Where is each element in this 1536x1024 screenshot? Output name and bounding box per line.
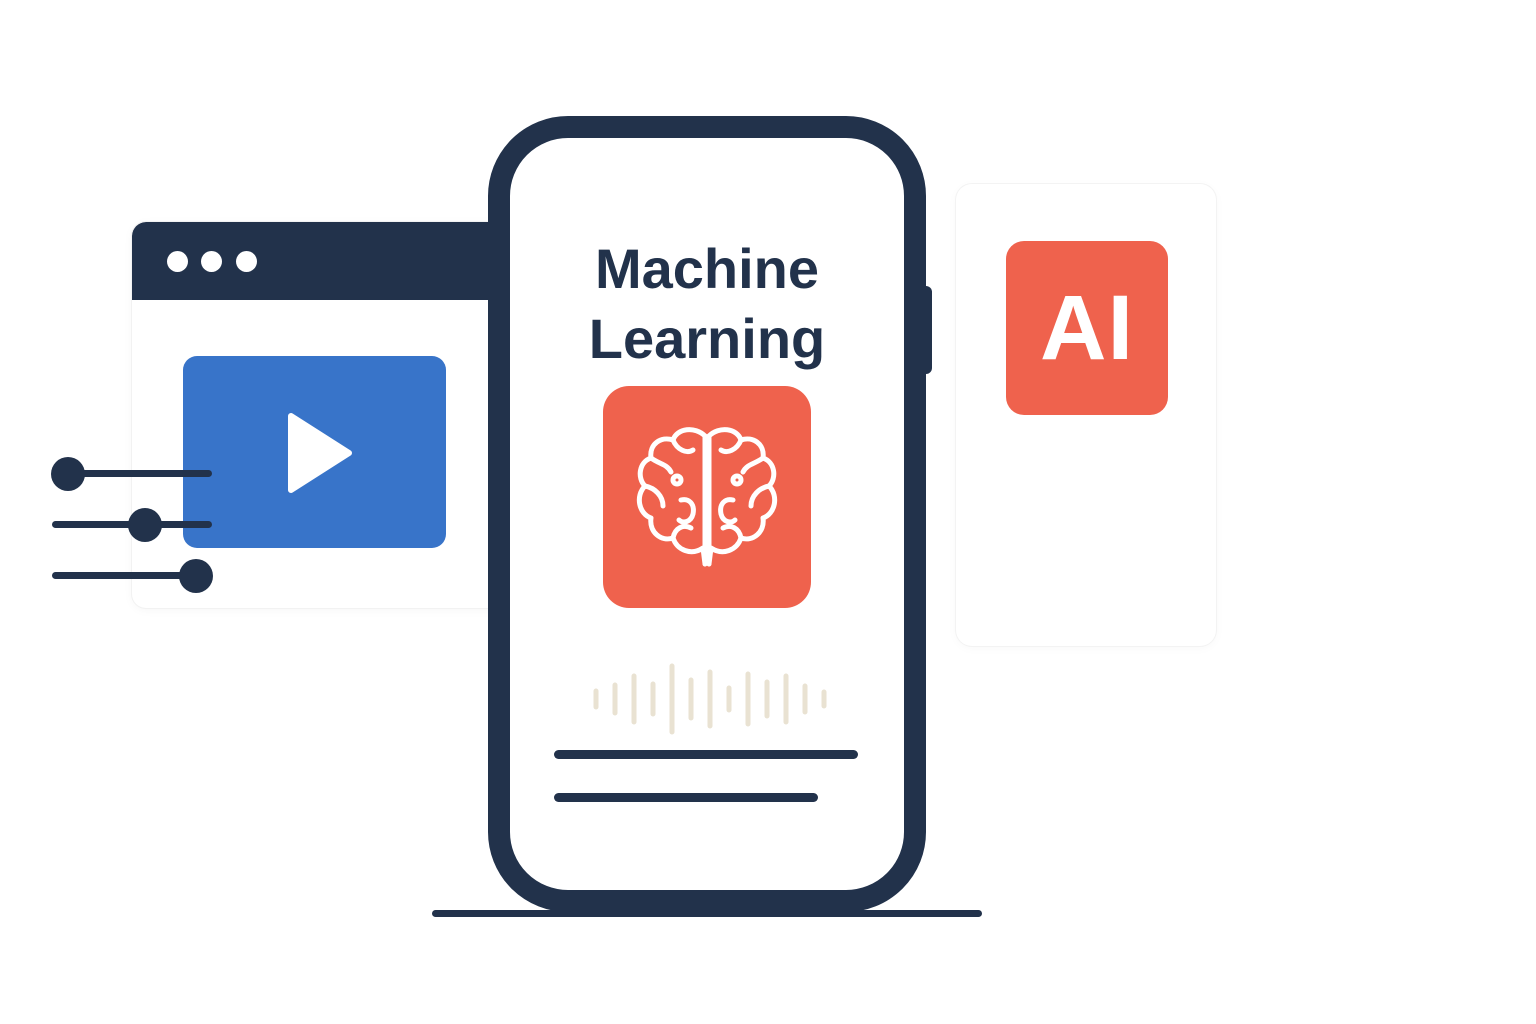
browser-window-card: [132, 222, 512, 608]
text-placeholder-line: [554, 793, 818, 802]
sound-wave-icon: [593, 663, 827, 735]
window-dot[interactable]: [236, 251, 257, 272]
window-dot[interactable]: [201, 251, 222, 272]
phone-device: Machine Learning: [488, 116, 926, 912]
settings-slider[interactable]: [52, 559, 213, 593]
settings-slider[interactable]: [51, 457, 212, 491]
title-line: Learning: [588, 307, 826, 370]
slider-track[interactable]: [52, 572, 212, 579]
title-line: Machine: [594, 237, 820, 300]
browser-title-bar: [132, 222, 512, 300]
ai-settings-card: AI: [956, 184, 1216, 646]
slider-track[interactable]: [52, 470, 212, 477]
slider-thumb[interactable]: [179, 559, 213, 593]
slider-thumb[interactable]: [127, 508, 162, 542]
brain-app-tile[interactable]: [603, 386, 811, 608]
phone-title: Machine Learning: [510, 234, 904, 374]
window-dot[interactable]: [167, 251, 188, 272]
slider-thumb[interactable]: [51, 457, 85, 491]
text-placeholder-line: [554, 750, 858, 759]
ai-badge-label: AI: [1040, 277, 1134, 379]
settings-slider[interactable]: [52, 508, 212, 542]
ai-badge[interactable]: AI: [1006, 241, 1168, 415]
play-icon[interactable]: [285, 412, 355, 494]
ground-line: [432, 910, 982, 917]
video-player[interactable]: [183, 356, 446, 548]
brain-icon: [636, 427, 778, 567]
